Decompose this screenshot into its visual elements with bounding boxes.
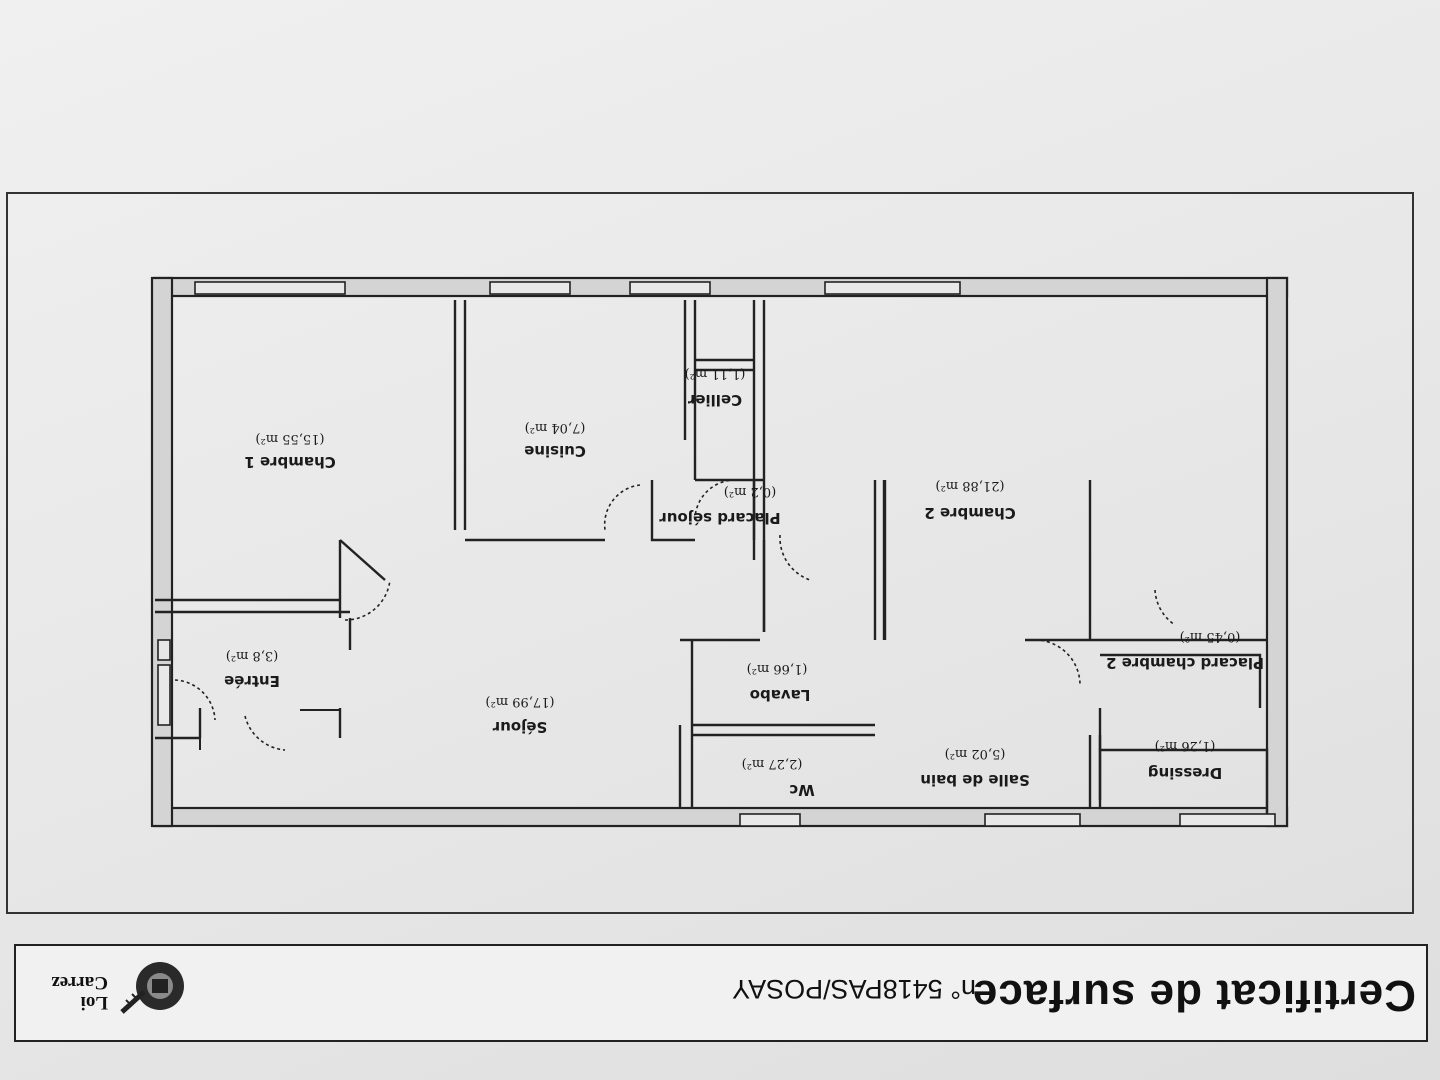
room-name-entree: Entrée (224, 672, 280, 690)
room-area-sejour: (17,99 m²) (485, 694, 554, 709)
certificate-header: Certificat de surface n° 5418PAS/POSAY L… (14, 944, 1428, 1042)
room-area-chambre-1: (15,55 m²) (255, 431, 324, 446)
room-area-salle-de-bain: (5,02 m²) (945, 746, 1006, 761)
room-name-chambre-1: Chambre 1 (244, 453, 335, 471)
room-name-placard-sejour: Placard séjour (659, 509, 781, 527)
room-name-dressing: Dressing (1148, 764, 1222, 782)
room-name-salle-de-bain: Salle de bain (920, 771, 1029, 789)
room-area-wc: (2,27 m²) (742, 756, 803, 771)
room-name-chambre-2: Chambre 2 (924, 504, 1015, 522)
room-area-entree: (3,8 m²) (226, 648, 279, 663)
room-area-dressing: (1,26 m²) (1155, 738, 1216, 753)
tape-measure-icon (120, 962, 184, 1014)
room-area-chambre-2: (21,88 m²) (935, 478, 1004, 493)
room-name-lavabo: Lavabo (750, 686, 811, 704)
room-name-wc: Wc (789, 781, 814, 799)
room-labels: Chambre 1 (15,55 m²) Cuisine (7,04 m²) C… (224, 366, 1264, 799)
room-name-cuisine: Cuisine (524, 442, 586, 460)
windows (157, 281, 1276, 827)
room-area-cuisine: (7,04 m²) (525, 420, 586, 435)
room-area-placard-chambre-2: (0,45 m²) (1180, 629, 1241, 644)
room-name-cellier: Cellier (687, 391, 742, 409)
room-area-placard-sejour: (0,2 m²) (724, 484, 777, 499)
room-name-placard-chambre-2: Placard chambre 2 (1106, 654, 1264, 672)
room-area-lavabo: (1,66 m²) (747, 661, 808, 676)
room-name-sejour: Séjour (492, 718, 547, 736)
doors (174, 479, 1176, 751)
partitions (155, 300, 1269, 814)
room-area-cellier: (1,11 m²) (685, 366, 746, 381)
